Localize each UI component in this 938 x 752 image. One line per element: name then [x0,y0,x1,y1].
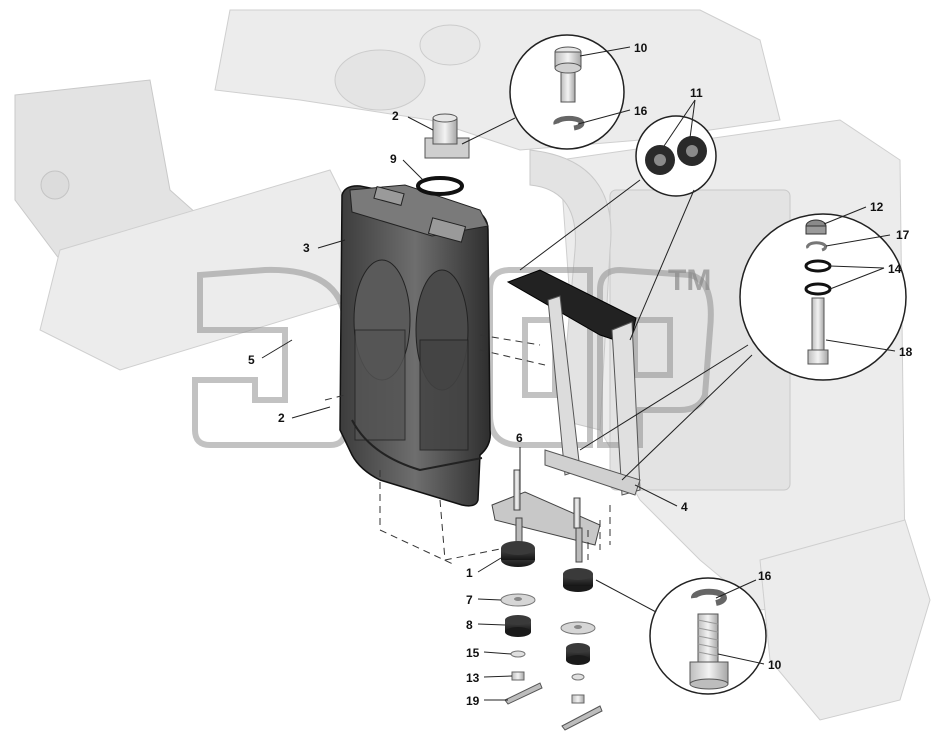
callout-14: 14 [888,262,902,276]
mounting-bracket [506,269,641,496]
callout-16-top: 16 [634,104,648,118]
top-fitting [424,113,470,159]
bottom-plate [491,469,601,563]
callout-3: 3 [303,241,310,255]
callout-1: 1 [466,566,473,580]
detail-circle-bottom-bolt [649,577,767,695]
callout-9: 9 [390,152,397,166]
callout-10-bottom: 10 [768,658,782,672]
o-ring [416,176,464,196]
hardware-stack-right [560,568,603,731]
callout-6: 6 [516,431,523,445]
detail-circle-top-bolt [509,34,625,150]
callout-2-top: 2 [392,109,399,123]
callout-2-bottom: 2 [278,411,285,425]
callout-11: 11 [690,86,703,100]
leader-lines [261,46,896,701]
callout-10-top: 10 [634,41,648,55]
callout-4: 4 [681,500,688,514]
detail-circle-right-hardware [739,213,907,381]
callout-13: 13 [466,671,480,685]
callout-16-bottom: 16 [758,569,772,583]
callout-labels: 10 16 11 2 9 3 12 17 14 18 5 2 6 4 1 7 8… [248,41,913,708]
callout-8: 8 [466,618,473,632]
callout-7: 7 [466,593,473,607]
callout-15: 15 [466,646,480,660]
callout-5: 5 [248,353,255,367]
trademark-mark: TM [668,264,711,297]
callout-17: 17 [896,228,910,242]
assembly-lines [324,334,611,566]
hardware-stack-left [500,541,543,705]
callout-18: 18 [899,345,913,359]
fuel-tank [339,184,492,507]
detail-circle-nuts [635,115,717,197]
callout-12: 12 [870,200,884,214]
callout-19: 19 [466,694,480,708]
